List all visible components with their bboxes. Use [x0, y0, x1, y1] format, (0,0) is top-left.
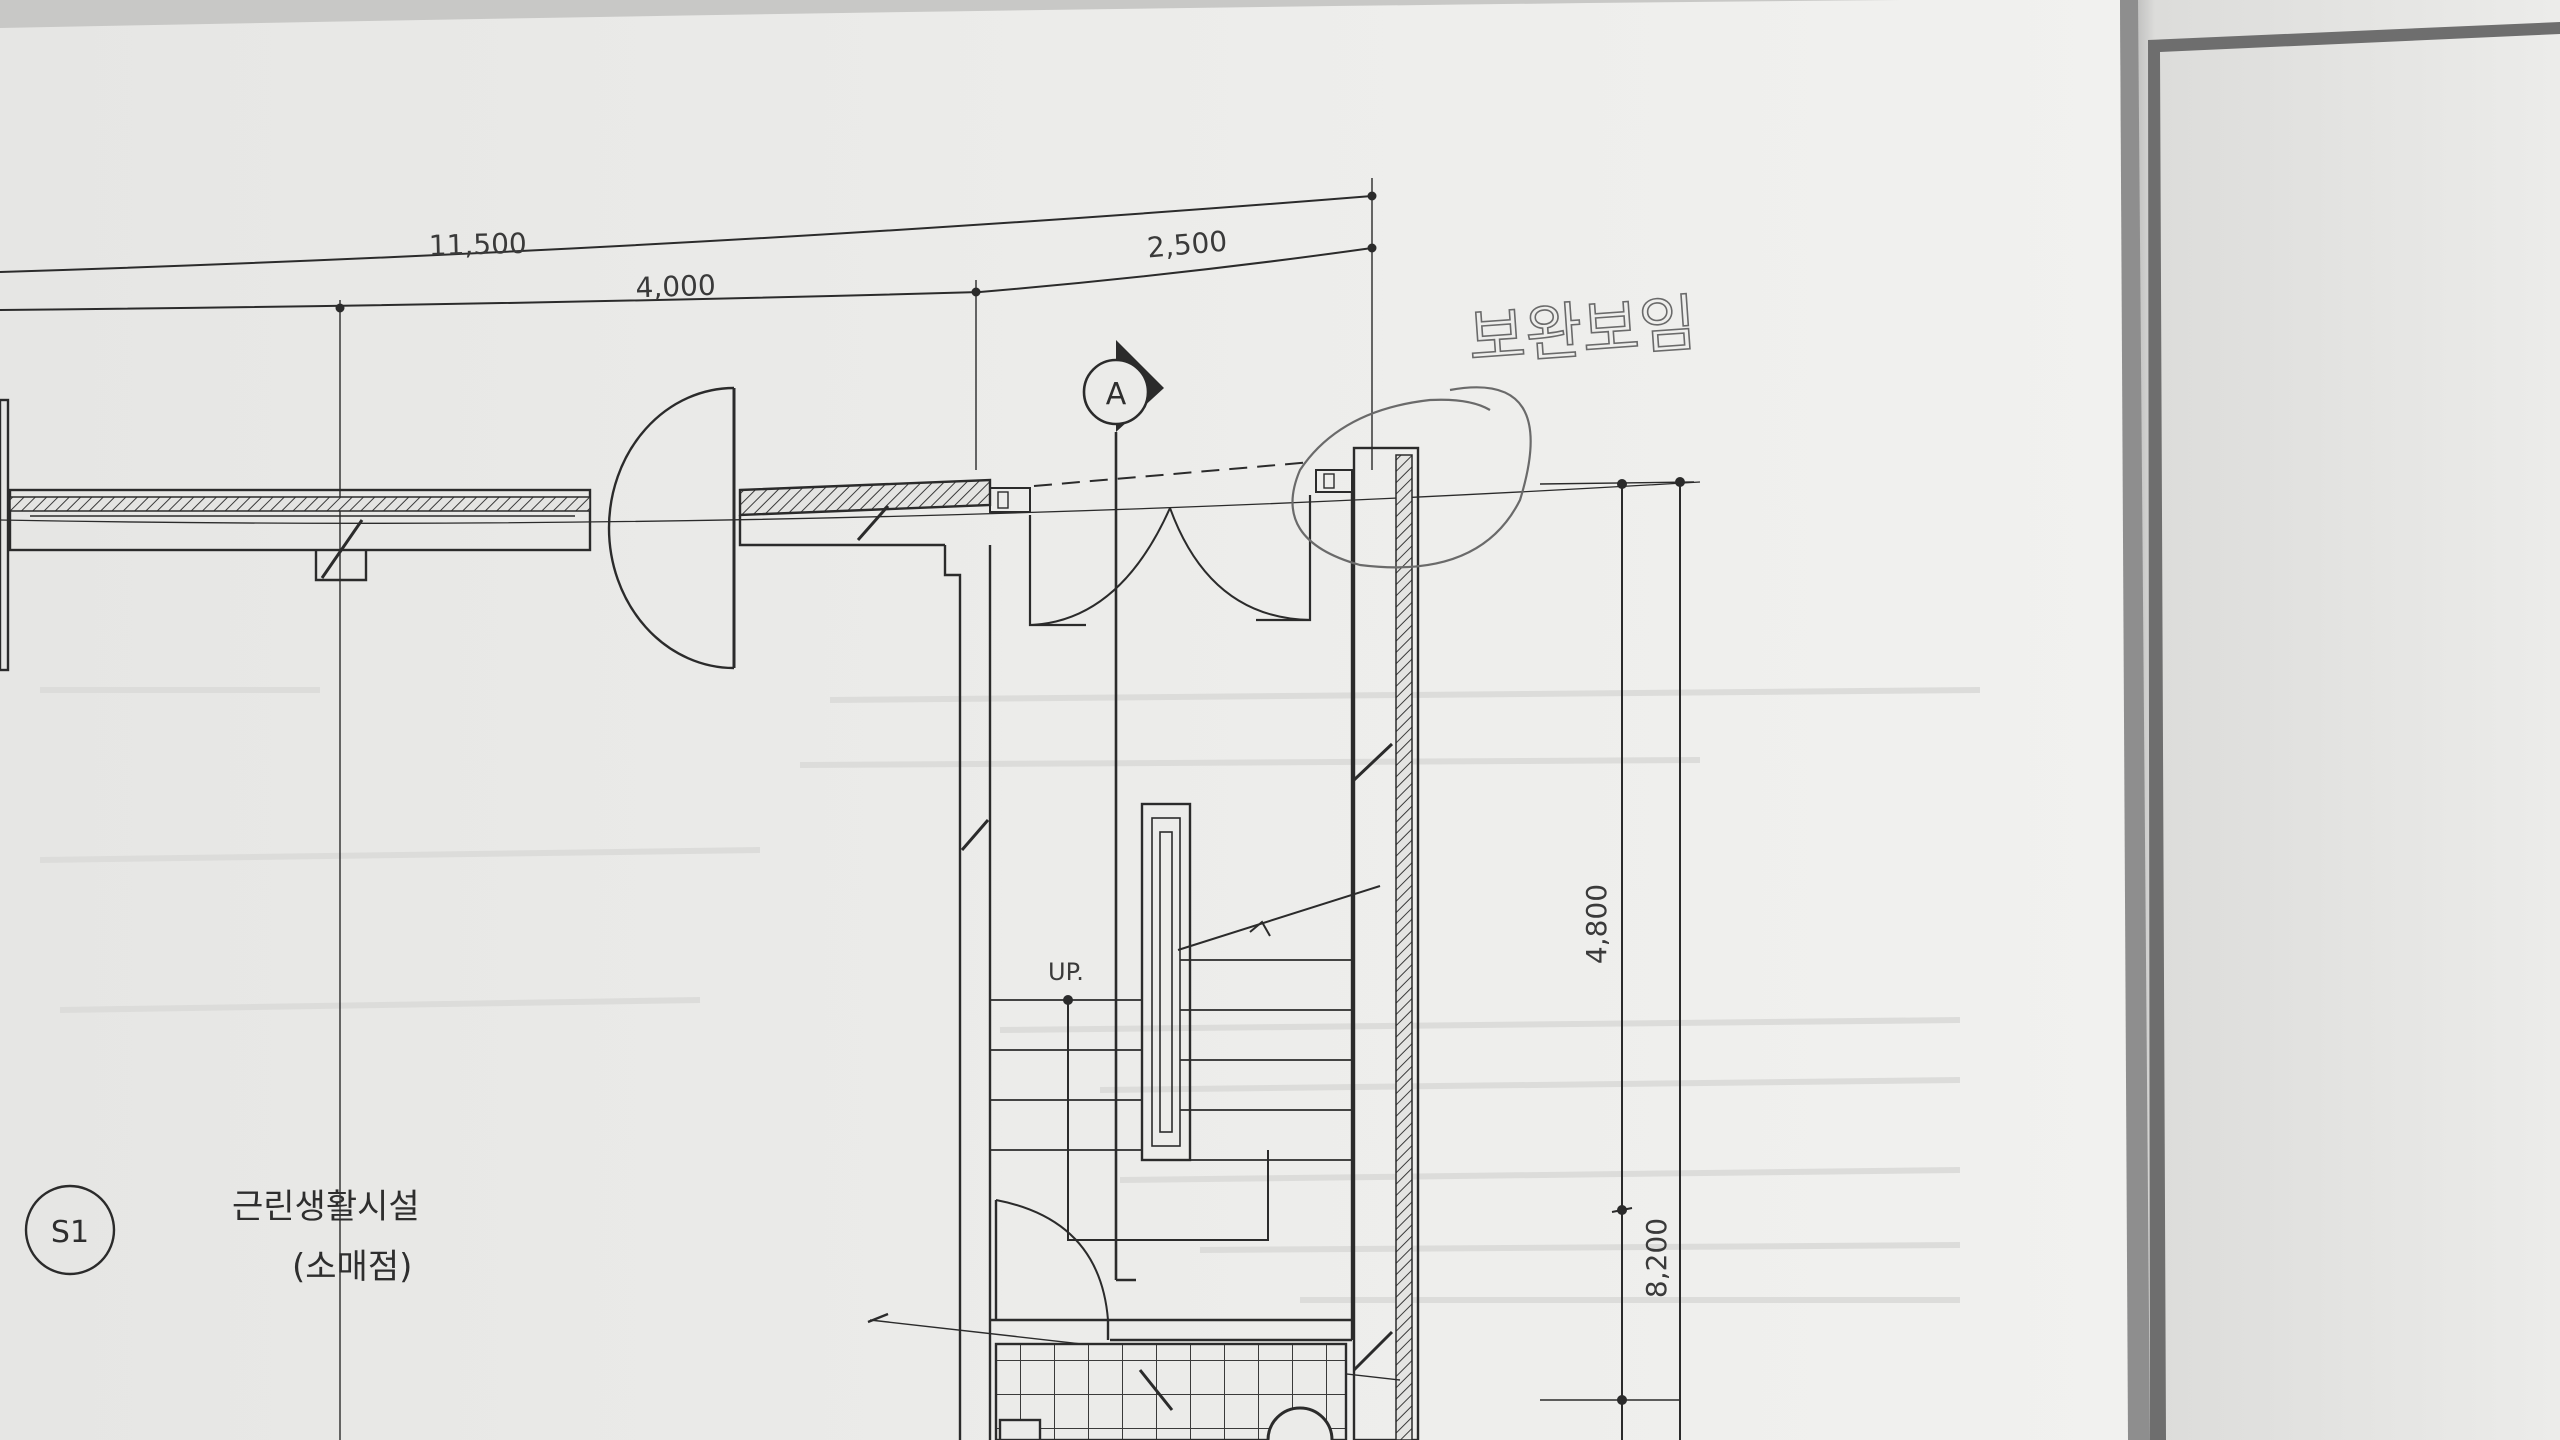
stair-up-label: UP. — [1048, 958, 1084, 986]
dimension-overall-width: 11,500 — [428, 227, 527, 262]
dimension-segment-left: 4,000 — [635, 269, 716, 305]
pencil-loop — [1291, 386, 1532, 569]
dimension-line-segments — [0, 247, 1373, 311]
dimension-height-outer: 8,200 — [1640, 1218, 1673, 1298]
dimension-line-overall — [0, 195, 1373, 273]
paper-sheet — [0, 0, 2130, 1440]
stair-treads — [990, 959, 1352, 1161]
dimension-height-inner: 4,800 — [1580, 884, 1613, 964]
room-use: (소매점) — [292, 1247, 412, 1287]
section-marker-letter: A — [1106, 377, 1127, 412]
handwritten-note: 보완보임 — [1466, 286, 1699, 375]
section-marker: A — [1082, 340, 1164, 432]
right-page — [2120, 0, 2560, 1440]
page-gutter — [2120, 0, 2150, 1440]
door-swing-right — [1169, 507, 1311, 621]
room-tag: S1 — [24, 1184, 116, 1276]
door-swing — [607, 386, 735, 670]
door-swing-left — [1031, 507, 1171, 626]
dimension-segment-right: 2,500 — [1146, 225, 1229, 265]
room-tag-text: S1 — [51, 1215, 89, 1250]
pencil-annotation: 보완보임 — [1291, 285, 1699, 569]
paper-top-edge — [0, 0, 1900, 28]
plan-ink — [0, 178, 1701, 1440]
room-name: 근린생활시설 — [232, 1187, 420, 1227]
